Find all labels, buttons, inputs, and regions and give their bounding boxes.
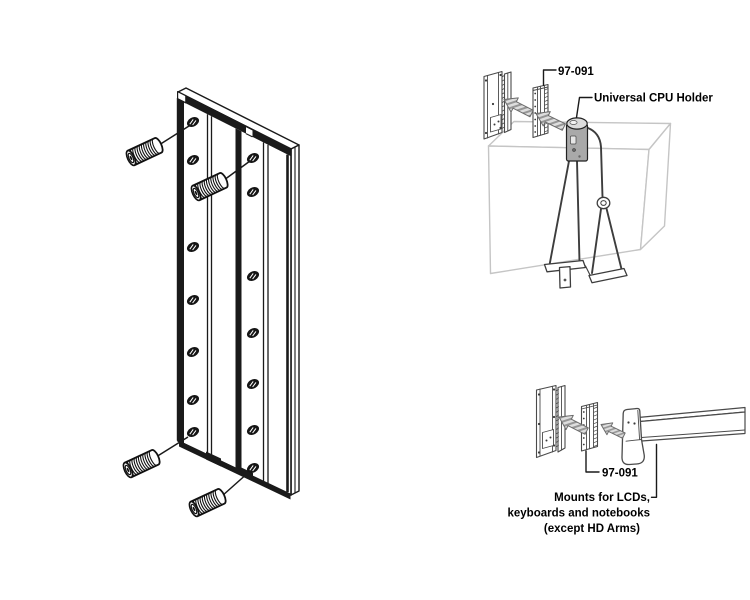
set-screw (120, 447, 163, 480)
universal-cpu-holder (543, 117, 628, 289)
slide-bracket-97-091 (580, 401, 599, 452)
cpu-box (487, 120, 672, 275)
leader-line (542, 69, 557, 87)
part-number-label-top: 97-091 (558, 66, 594, 78)
mounts-label-line2: keyboards and notebooks (507, 508, 650, 520)
mounts-label-line1: Mounts for LCDs, (554, 492, 650, 504)
bracket-isometric-view (120, 87, 300, 519)
bracket-body (176, 87, 300, 500)
arm-adapter-bracket (621, 407, 645, 466)
cpu-holder-diagram: 97-091 Universal CPU Holder (483, 66, 713, 289)
leader-line (585, 450, 600, 473)
part-number-label-bottom: 97-091 (602, 468, 638, 480)
set-screw (123, 135, 166, 168)
lcd-mount-diagram: 97-091 Mounts for LCDs, keyboards and no… (507, 384, 746, 535)
leader-line (650, 443, 658, 498)
set-screws (120, 125, 251, 519)
monitor-arm (637, 406, 746, 442)
strap-tensioner (596, 196, 611, 210)
leader-line (575, 96, 593, 119)
mounts-label-line3: (except HD Arms) (544, 523, 640, 535)
wall-track (535, 384, 566, 459)
cpu-holder-label: Universal CPU Holder (594, 93, 713, 105)
slide-bracket-97-091 (532, 83, 549, 139)
set-screw (186, 486, 229, 519)
wall-track (483, 70, 512, 140)
cpu-cradle (543, 259, 628, 289)
